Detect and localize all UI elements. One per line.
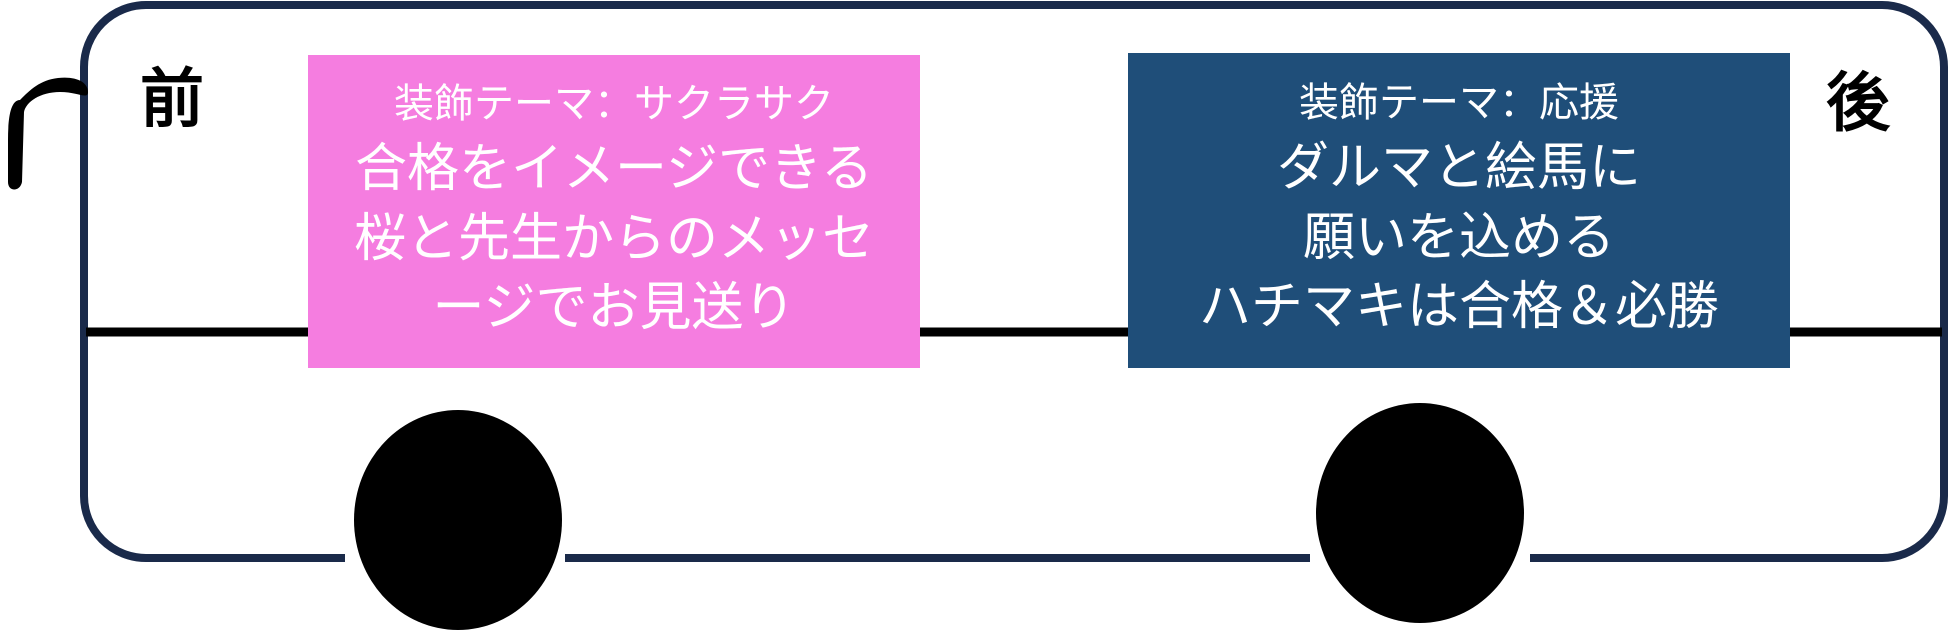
- rear-description-line: ダルマと絵馬に: [1277, 134, 1641, 204]
- rear-wheel: [1316, 403, 1524, 623]
- rear-description-line: 願いを込める: [1303, 204, 1615, 274]
- front-description-line: ージでお見送り: [433, 274, 796, 344]
- rear-theme-label: 装飾テーマ：応援: [1299, 78, 1619, 128]
- front-description-line: 桜と先生からのメッセ: [354, 205, 874, 275]
- front-label: 前: [140, 68, 204, 132]
- front-wheel: [354, 410, 562, 630]
- rear-description-line: ハチマキは合格＆必勝: [1199, 273, 1719, 343]
- side-mirror: [8, 78, 88, 190]
- rear-label: 後: [1826, 72, 1890, 136]
- rear-decoration-panel: 装飾テーマ：応援 ダルマと絵馬に 願いを込める ハチマキは合格＆必勝: [1128, 53, 1790, 368]
- front-theme-label: 装飾テーマ：サクラサク: [394, 79, 834, 129]
- front-decoration-panel: 装飾テーマ：サクラサク 合格をイメージできる 桜と先生からのメッセ ージでお見送…: [308, 55, 920, 368]
- front-description-line: 合格をイメージできる: [355, 135, 873, 205]
